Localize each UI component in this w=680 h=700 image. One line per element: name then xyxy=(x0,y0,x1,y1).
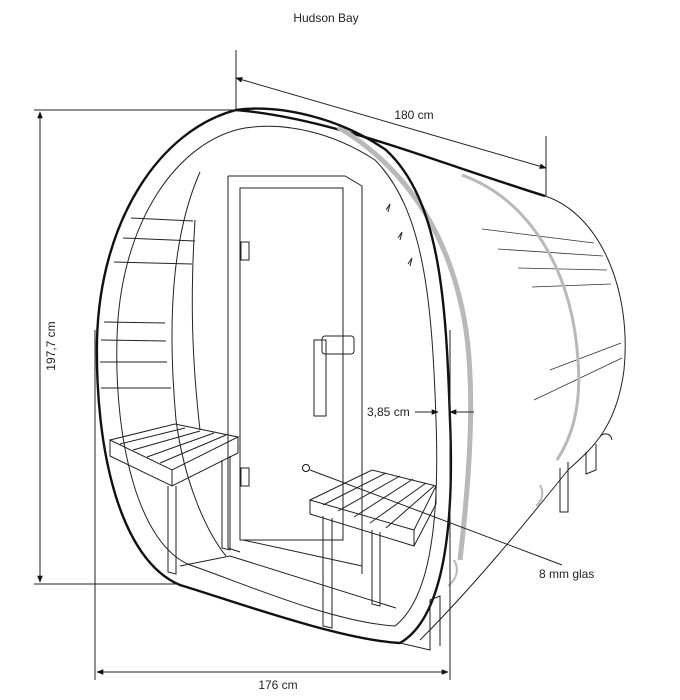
back-door xyxy=(227,175,363,574)
left-bench xyxy=(108,423,240,575)
right-bench xyxy=(179,469,437,629)
dimension-lines xyxy=(34,50,563,680)
barrel-body xyxy=(235,108,626,641)
width-label: 176 cm xyxy=(258,678,297,692)
front-face xyxy=(95,107,453,645)
glass-leader-line xyxy=(309,469,563,566)
depth-label: 180 cm xyxy=(394,108,433,122)
glass-label: 8 mm glas xyxy=(539,567,594,581)
glass-marker xyxy=(302,464,310,472)
interior-back-wall xyxy=(100,171,227,557)
front-foot xyxy=(399,595,441,651)
depth-dimension-line xyxy=(235,77,547,169)
diagram-title: Hudson Bay xyxy=(293,11,358,25)
wall-thickness-label: 3,85 cm xyxy=(367,405,410,419)
height-label: 197,7 cm xyxy=(44,321,58,370)
steel-bands xyxy=(336,124,581,587)
